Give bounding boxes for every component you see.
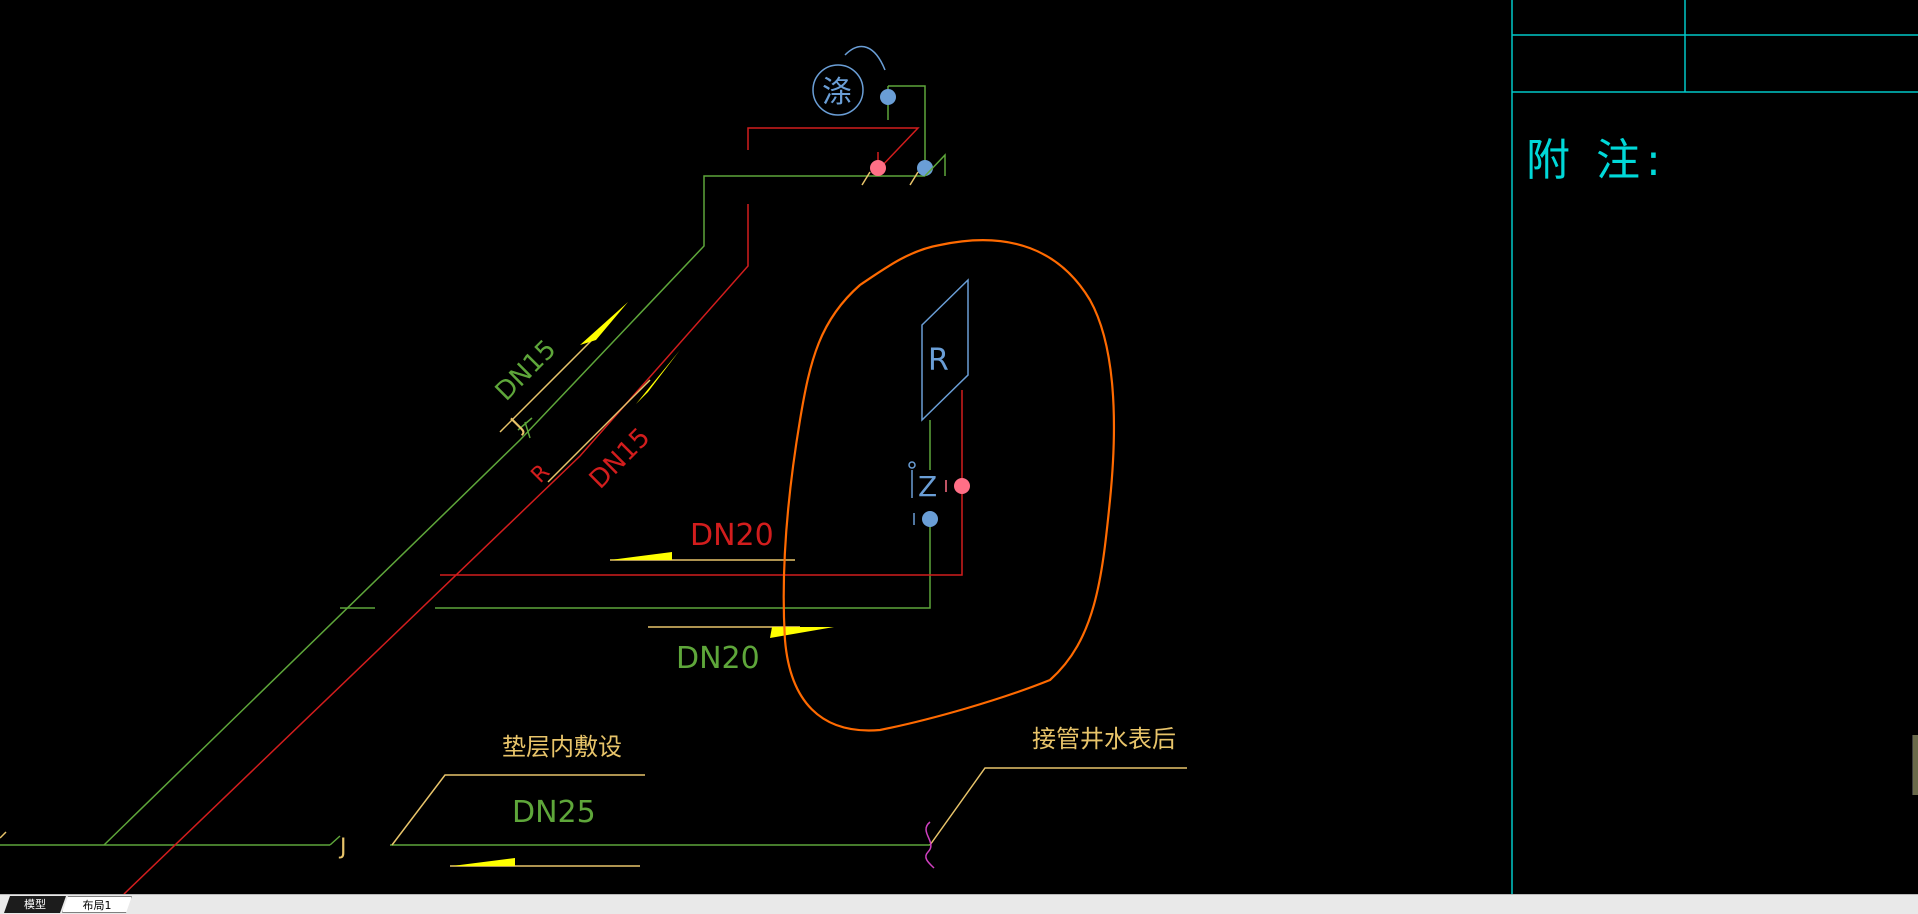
label-leaders xyxy=(391,331,1187,867)
label-cold-dn20: DN20 xyxy=(676,641,760,676)
label-hot-dn20: DN20 xyxy=(690,518,774,553)
remarks-label: 附 注: xyxy=(1526,135,1667,186)
label-cold-dn15: DN15 xyxy=(490,334,563,407)
water-heater-label: R xyxy=(928,343,949,378)
flow-arrow-cold-dn25 xyxy=(452,858,515,866)
hot-water-pipes xyxy=(123,127,963,894)
cold-water-pipes xyxy=(0,85,931,846)
layout-tab-bar: 布局1 模型 xyxy=(0,894,1918,914)
note-meter-connection: 接管井水表后 xyxy=(1032,725,1176,753)
cad-drawing-canvas[interactable]: 附 注: xyxy=(0,0,1918,894)
flow-arrow-cold-dn15 xyxy=(580,302,628,345)
label-cold-riser-j: J xyxy=(505,414,529,438)
tab-layout1[interactable]: 布局1 xyxy=(62,896,132,913)
scrollbar-grip[interactable] xyxy=(1912,735,1918,795)
hot-fitting-top xyxy=(870,160,886,176)
revision-cloud xyxy=(782,239,1116,732)
flow-arrow-cold-dn20 xyxy=(770,627,834,638)
cold-fitting-top xyxy=(880,89,896,105)
note-floor-layer: 垫层内敷设 xyxy=(502,733,622,761)
title-block: 附 注: xyxy=(1511,0,1918,894)
flow-arrow-hot-dn15 xyxy=(636,350,680,404)
water-heater: R Z xyxy=(908,278,970,527)
valve-z-label: Z xyxy=(918,470,937,503)
cold-fitting-heater xyxy=(922,511,938,527)
washer-symbol: 涤 xyxy=(822,75,852,110)
label-cold-dn25: DN25 xyxy=(512,795,596,830)
tab-model[interactable]: 模型 xyxy=(4,896,66,913)
flow-arrows xyxy=(452,302,834,866)
cold-fitting-side xyxy=(917,160,933,176)
flow-arrow-hot-dn20 xyxy=(610,552,672,560)
pipe-break-mark xyxy=(925,821,935,869)
notes: 垫层内敷设 接管井水表后 xyxy=(502,725,1176,761)
riser-labels: J R J xyxy=(338,414,555,860)
label-bottom-j: J xyxy=(338,835,347,860)
hot-fitting-heater xyxy=(954,478,970,494)
washer-fixture: 涤 xyxy=(812,45,946,186)
label-hot-dn15: DN15 xyxy=(584,422,657,495)
